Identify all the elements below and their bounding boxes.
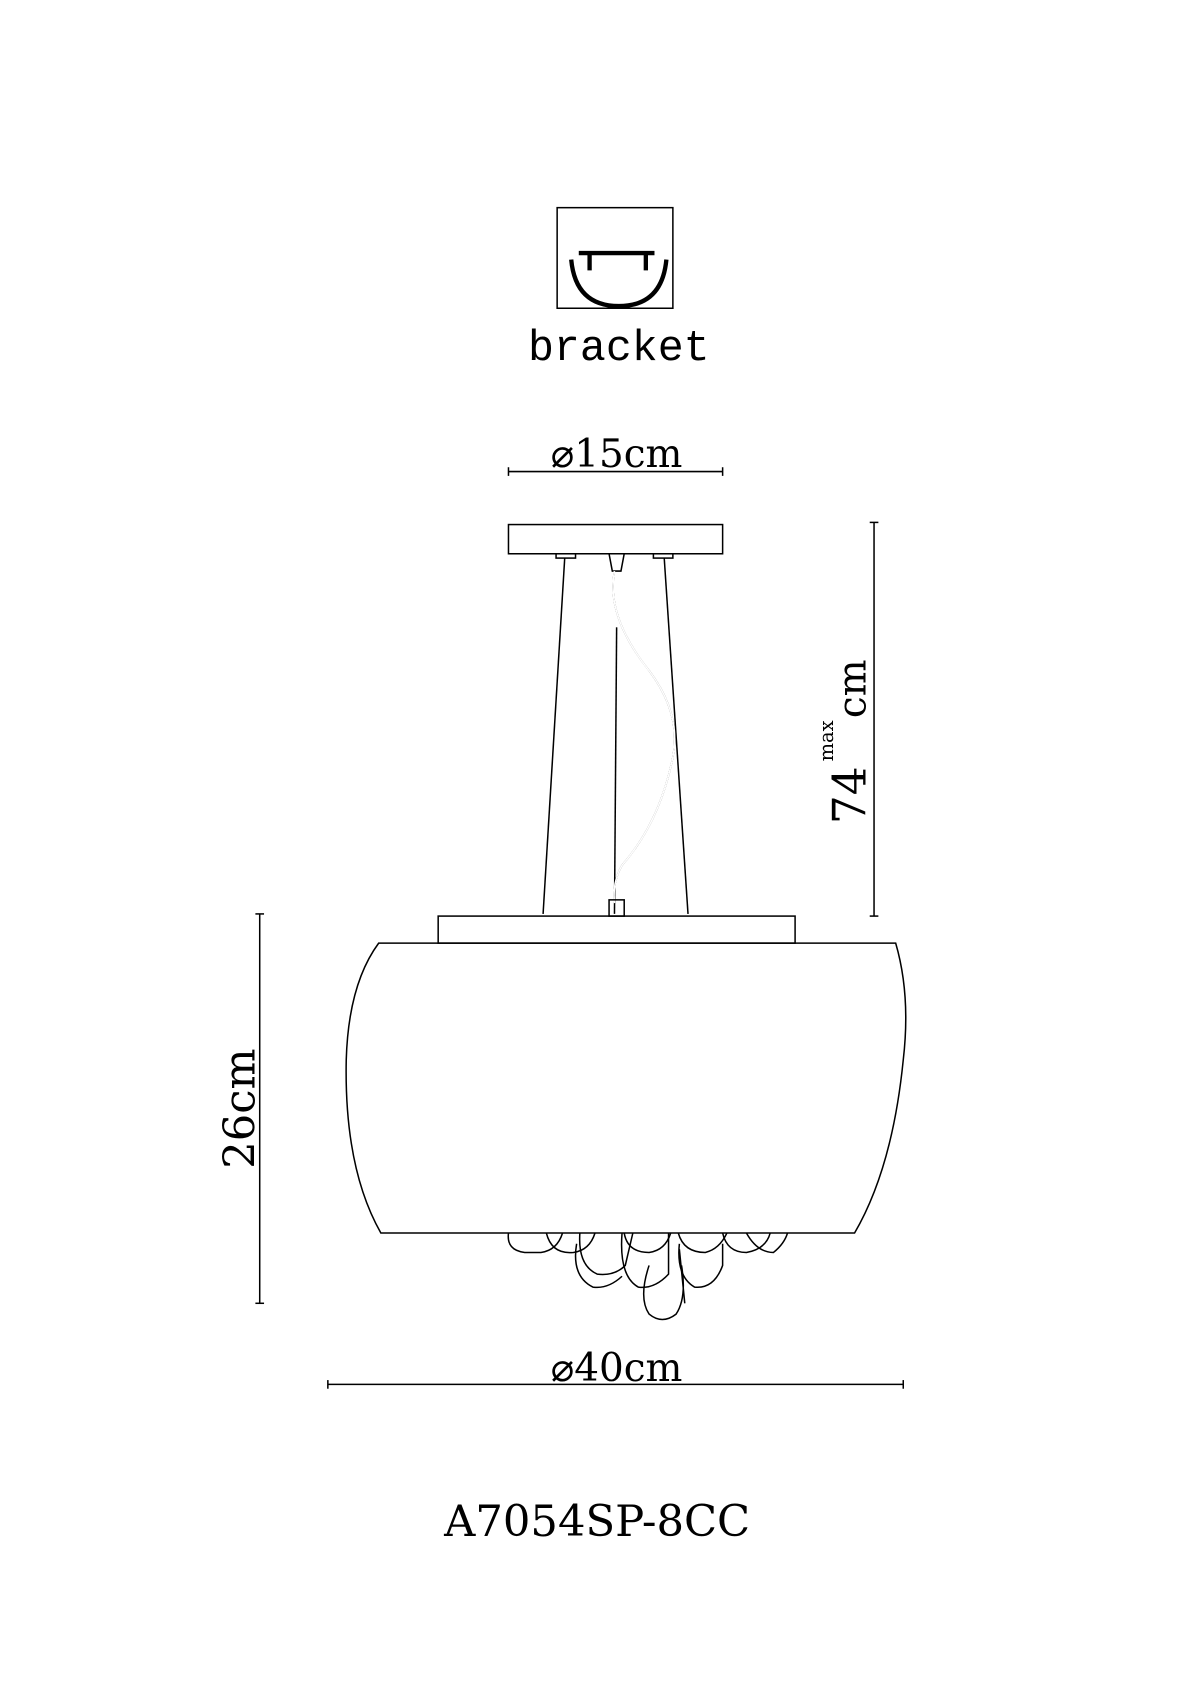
shade-height-label: 26cm [215,1048,265,1168]
shade-diameter-dimension-line [327,1380,905,1389]
overall-height-label: 74 max cm [815,659,876,824]
canopy [507,523,724,555]
height-unit: cm [830,659,875,718]
suspension-cables [542,553,689,917]
canopy-diameter-label: ⌀15cm [551,432,683,477]
shade-top-plate [437,915,796,944]
overall-height-dimension-line [869,521,879,917]
crystal-drops [507,1232,789,1321]
glass-shade [345,942,907,1234]
bracket-label: bracket [528,324,710,373]
canopy-dimension-line [507,467,724,476]
height-value: 74 [823,766,876,824]
height-max-superscript: max [815,720,838,761]
model-number: A7054SP-8CC [443,1497,750,1547]
shade-height-dimension-line [255,913,265,1305]
ceiling-bracket-icon [556,206,674,310]
